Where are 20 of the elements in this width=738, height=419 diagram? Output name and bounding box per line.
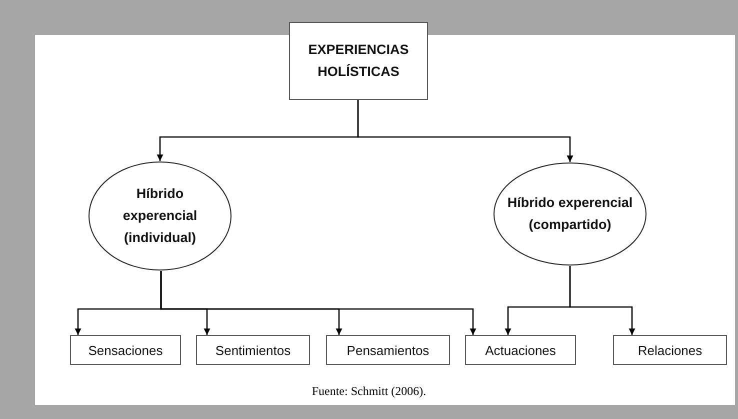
process-box [70,335,181,365]
process-box [465,335,576,365]
node-label: Sentimientos [215,342,291,358]
process-box [289,22,428,100]
connector-arrow [569,266,636,335]
node-label: Sensaciones [88,342,163,358]
connector-arrow [160,271,476,335]
ellipse-node [493,162,647,266]
ellipse-node [88,161,232,271]
process-box [613,335,727,365]
process-box [326,335,450,365]
node-label: Relaciones [638,342,702,358]
source-caption: Fuente: Schmitt (2006). [312,384,426,399]
node-label: Pensamientos [346,342,430,358]
node-label: EXPERIENCIAS HOLÍSTICAS [307,41,410,81]
node-label: Actuaciones [485,342,556,358]
node-label: Híbrido experencial (individual) [122,185,198,247]
process-box [196,335,310,365]
node-label: Híbrido experencial (compartido) [506,194,634,234]
connector-arrow [357,100,574,162]
